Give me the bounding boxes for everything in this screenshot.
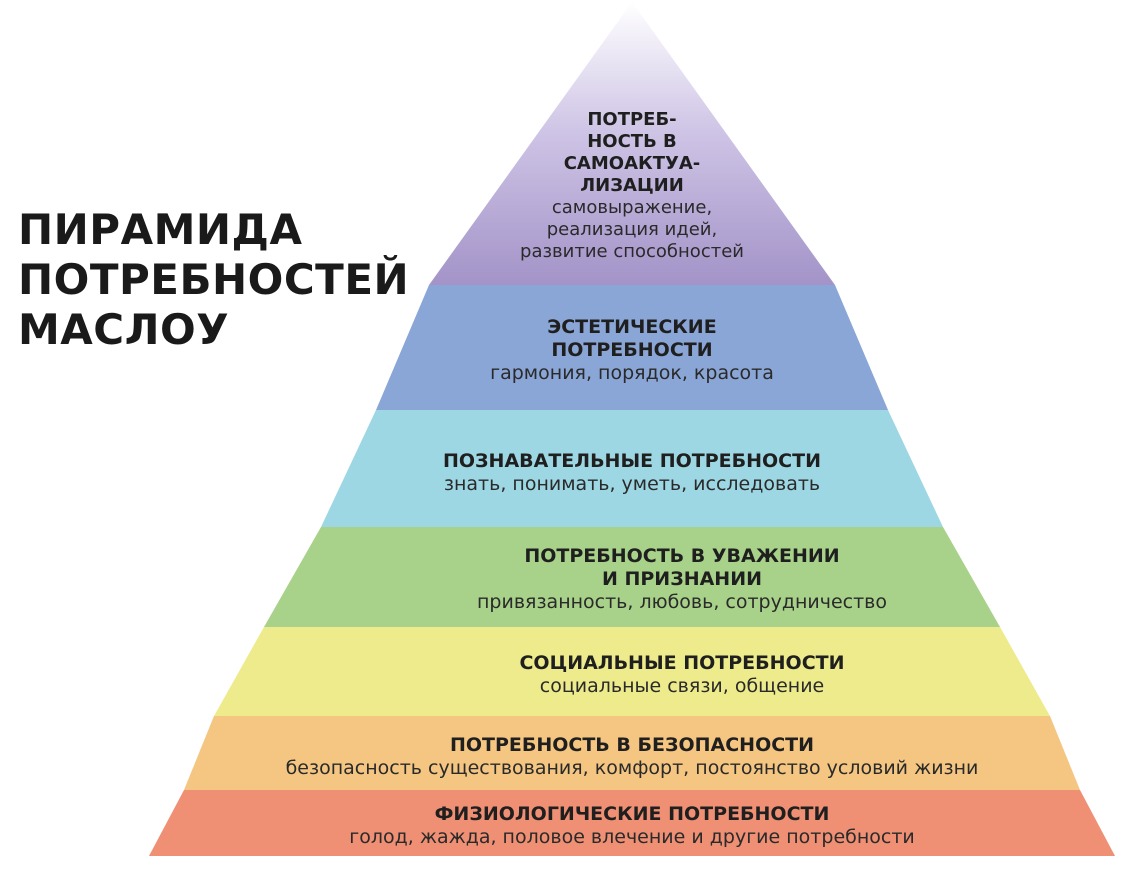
level-description: самовыражение, реализация идей, развитие… [520,197,744,262]
page-title-line-3: МАСЛОУ [18,305,230,354]
pyramid-level-physiological [149,790,1115,856]
level-title: ПОТРЕБНОСТЬ В УВАЖЕНИИ И ПРИЗНАНИИ [524,545,840,590]
level-esteem: ПОТРЕБНОСТЬ В УВАЖЕНИИ И ПРИЗНАНИИ привя… [382,540,982,618]
level-aesthetic: ЭСТЕТИЧЕСКИЕ ПОТРЕБНОСТИ гармония, поряд… [432,308,832,392]
level-title: СОЦИАЛЬНЫЕ ПОТРЕБНОСТИ [519,651,845,674]
level-title: ФИЗИОЛОГИЧЕСКИЕ ПОТРЕБНОСТИ [434,802,830,825]
level-description: голод, жажда, половое влечение и другие … [349,825,915,848]
level-description: безопасность существования, комфорт, пос… [285,756,979,779]
level-cognitive: ПОЗНАВАТЕЛЬНЫЕ ПОТРЕБНОСТИ знать, понима… [392,444,872,500]
level-description: гармония, порядок, красота [490,362,774,384]
pyramid-level-esteem [264,527,1000,627]
level-description: знать, понимать, уметь, исследовать [443,472,821,495]
pyramid-level-social [214,627,1050,716]
pyramid-level-self-actualization [429,2,835,285]
level-self-actualization: ПОТРЕБ- НОСТЬ В САМОАКТУА- ЛИЗАЦИИ самов… [482,100,782,272]
level-title: ПОТРЕБНОСТЬ В БЕЗОПАСНОСТИ [449,733,815,756]
pyramid-level-safety [184,716,1080,790]
level-safety: ПОТРЕБНОСТЬ В БЕЗОПАСНОСТИ безопасность … [232,728,1032,784]
level-title: ЭСТЕТИЧЕСКИЕ ПОТРЕБНОСТИ [547,316,717,361]
page-title-line-1: ПИРАМИДА [18,205,303,254]
level-description: социальные связи, общение [539,674,825,697]
page-title: ПИРАМИДА ПОТРЕБНОСТЕЙ МАСЛОУ [18,205,418,355]
page-title-line-2: ПОТРЕБНОСТЕЙ [18,255,410,304]
level-physiological: ФИЗИОЛОГИЧЕСКИЕ ПОТРЕБНОСТИ голод, жажда… [282,798,982,852]
level-title: ПОЗНАВАТЕЛЬНЫЕ ПОТРЕБНОСТИ [443,449,821,472]
level-title: ПОТРЕБ- НОСТЬ В САМОАКТУА- ЛИЗАЦИИ [563,109,701,196]
pyramid-level-aesthetic [376,285,888,410]
pyramid-level-cognitive [321,410,943,527]
level-description: привязанность, любовь, сотрудничество [476,591,888,613]
level-social: СОЦИАЛЬНЫЕ ПОТРЕБНОСТИ социальные связи,… [382,646,982,702]
